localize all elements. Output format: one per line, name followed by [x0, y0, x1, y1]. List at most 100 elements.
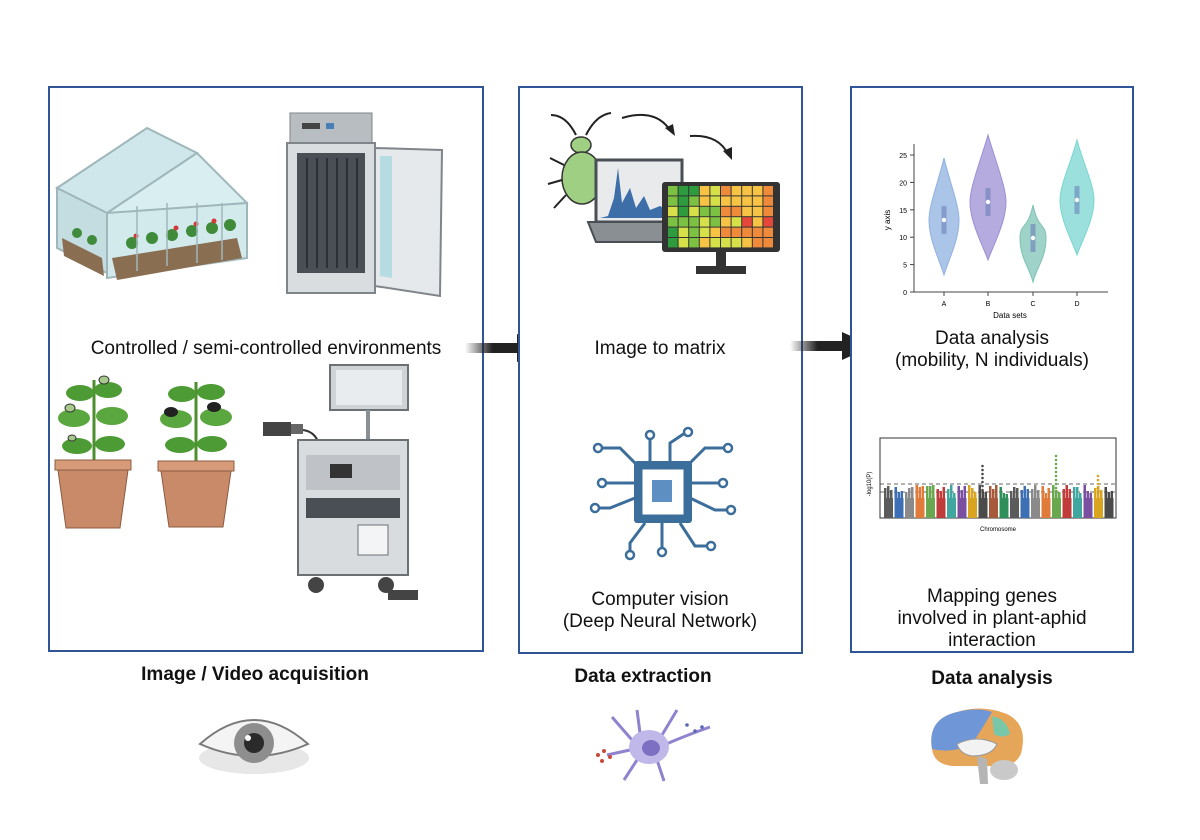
heatmap-cell	[689, 238, 699, 248]
violin-category-label: D	[1074, 301, 1079, 308]
heatmap-cell	[763, 238, 773, 248]
violin-y-tick-label: 5	[903, 263, 907, 270]
manhattan-point-cluster	[1010, 493, 1013, 498]
heatmap-cell	[742, 217, 752, 227]
heatmap-cell	[710, 217, 720, 227]
heatmap-cell	[763, 186, 773, 196]
manhattan-peak-point	[1054, 458, 1058, 462]
manhattan-point-cluster	[1089, 493, 1092, 498]
manhattan-point-cluster	[905, 492, 908, 498]
manhattan-point-cluster	[1005, 494, 1008, 498]
heatmap-cell	[668, 206, 678, 217]
manhattan-point-cluster	[1100, 490, 1103, 498]
extraction-caption: Data extraction	[574, 666, 712, 687]
heatmap-cell	[721, 217, 731, 227]
manhattan-point-cluster	[995, 485, 998, 498]
manhattan-point-cluster	[1037, 490, 1040, 498]
heatmap-cell	[678, 186, 689, 196]
manhattan-peak-point	[1054, 486, 1058, 490]
manhattan-chromosome-band	[915, 498, 925, 518]
curved-arrow-icon	[621, 114, 732, 160]
violin-category-label: B	[986, 301, 991, 308]
camera-cart-icon	[263, 364, 418, 600]
heatmap-cell	[752, 238, 763, 248]
heatmap-cell	[731, 206, 742, 217]
heatmap-cell	[763, 206, 773, 217]
analysis-caption: Data analysis	[931, 668, 1053, 689]
heatmap-cell	[721, 206, 731, 217]
plant-pot-icon	[54, 375, 132, 529]
violin-y-tick-label: 10	[899, 235, 907, 242]
heatmap-cell	[689, 227, 699, 237]
heatmap-cell	[689, 206, 699, 217]
heatmap-cell	[710, 186, 720, 196]
heatmap-cell	[710, 196, 720, 206]
manhattan-point-cluster	[900, 491, 903, 498]
manhattan-point-cluster	[1052, 485, 1055, 498]
manhattan-peak-point	[1096, 474, 1100, 478]
manhattan-point-cluster	[957, 486, 960, 498]
violin-y-axis-label: y axis	[883, 210, 892, 230]
manhattan-point-cluster	[1055, 491, 1058, 498]
heatmap-cell	[699, 206, 710, 217]
heatmap-cell	[763, 196, 773, 206]
heatmap-cell	[699, 186, 710, 196]
manhattan-chromosome-band	[1094, 498, 1103, 518]
manhattan-chromosome-band	[884, 498, 893, 518]
manhattan-chromosome-band	[936, 498, 946, 518]
violin-median	[1074, 197, 1080, 203]
manhattan-peak-point	[981, 488, 984, 492]
manhattan-point-cluster	[978, 485, 981, 498]
manhattan-point-cluster	[989, 487, 992, 498]
manhattan-point-cluster	[1047, 488, 1050, 498]
heatmap-cell	[689, 196, 699, 206]
growth-chamber-icon	[286, 112, 444, 298]
greenhouse-icon	[55, 126, 249, 280]
manhattan-point-cluster	[1079, 493, 1082, 498]
manhattan-point-cluster	[1086, 491, 1089, 498]
manhattan-chromosome-band	[1083, 498, 1093, 518]
manhattan-point-cluster	[911, 487, 914, 498]
heatmap-cell	[668, 238, 678, 248]
heatmap-cell	[742, 227, 752, 237]
heatmap-cell	[699, 196, 710, 206]
manhattan-chromosome-band	[1052, 498, 1061, 518]
manhattan-peak-point	[1054, 466, 1058, 470]
manhattan-point-cluster	[936, 494, 939, 498]
heatmap-cell	[763, 227, 773, 237]
manhattan-point-cluster	[1041, 490, 1044, 498]
heatmap-cell	[721, 196, 731, 206]
manhattan-point-cluster	[950, 485, 953, 498]
manhattan-point-cluster	[894, 488, 897, 498]
violin-median	[985, 199, 991, 205]
heatmap-cell	[710, 227, 720, 237]
heatmap-cell	[742, 196, 752, 206]
manhattan-point-cluster	[915, 494, 918, 498]
manhattan-chromosome-band	[1020, 498, 1030, 518]
manhattan-peak-point	[981, 480, 984, 484]
manhattan-point-cluster	[908, 488, 911, 498]
manhattan-point-cluster	[974, 492, 977, 498]
manhattan-peak-point	[981, 468, 984, 472]
manhattan-point-cluster	[942, 487, 945, 498]
heatmap-cell	[710, 238, 720, 248]
heatmap-cell	[763, 217, 773, 227]
heatmap-cell	[742, 238, 752, 248]
manhattan-chromosome-band	[894, 498, 904, 518]
manhattan-point-cluster	[1044, 494, 1047, 498]
manhattan-point-cluster	[1107, 492, 1110, 498]
heatmap-cell	[699, 217, 710, 227]
heatmap-cell	[689, 186, 699, 196]
heatmap-cell	[721, 238, 731, 248]
manhattan-peak-point	[1096, 478, 1100, 482]
manhattan-chromosome-band	[957, 498, 967, 518]
violin-y-tick-label: 25	[899, 153, 907, 160]
manhattan-point-cluster	[1052, 492, 1055, 498]
heatmap-cell	[668, 186, 678, 196]
manhattan-point-cluster	[1065, 493, 1068, 498]
manhattan-chromosome-band	[947, 498, 956, 518]
heatmap-cell	[731, 238, 742, 248]
heatmap-cell	[752, 217, 763, 227]
manhattan-point-cluster	[1094, 488, 1097, 498]
